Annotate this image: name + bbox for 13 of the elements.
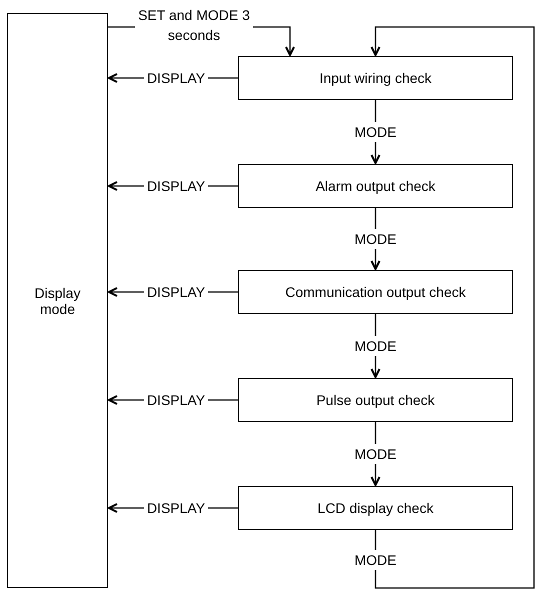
node-label: Pulse output check [315, 392, 436, 408]
mode-box [7, 13, 108, 588]
node-label: Alarm output check [314, 178, 436, 194]
node-label: Display mode [34, 284, 82, 316]
process-box [238, 270, 513, 314]
process-box [238, 56, 513, 100]
node-label: Input wiring check [318, 70, 433, 86]
arrow [370, 26, 535, 589]
node-label: LCD display check [316, 500, 434, 516]
process-box [238, 164, 513, 208]
node-label: Communication output check [284, 284, 467, 300]
process-box [238, 486, 513, 530]
process-box [238, 378, 513, 422]
